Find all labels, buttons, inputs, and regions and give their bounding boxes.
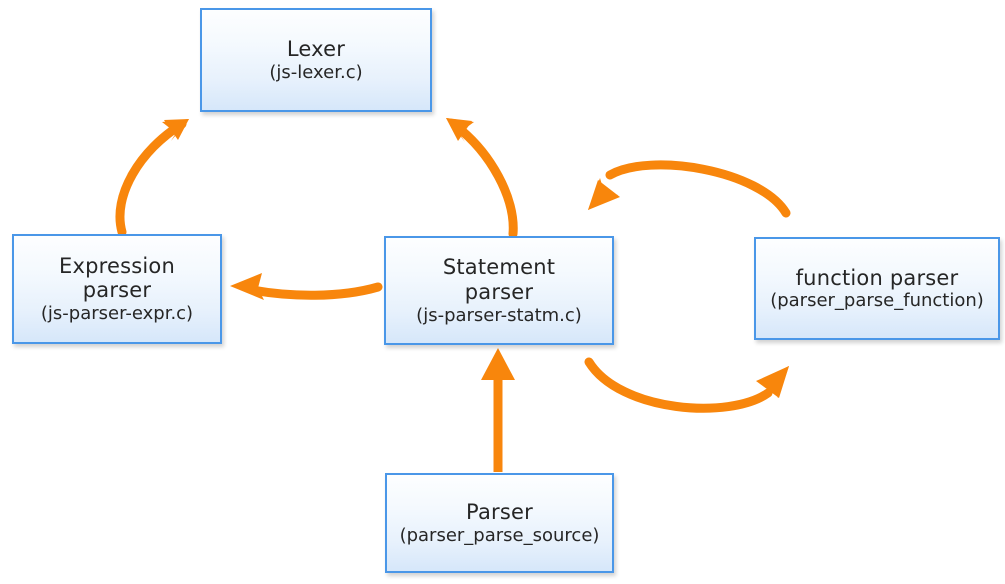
node-expression-parser[interactable]: Expression parser (js-parser-expr.c) [12,234,222,344]
edge-expression-parser-to-lexer [115,119,189,237]
node-function-parser-title: function parser [795,265,959,290]
node-expression-parser-subtitle: (js-parser-expr.c) [40,303,194,325]
node-statement-parser[interactable]: Statement parser (js-parser-statm.c) [384,236,614,345]
edge-statement-parser-to-function-parser [584,357,789,413]
edge-function-parser-to-statement-parser [588,160,791,218]
node-parser-title: Parser [466,500,533,524]
node-statement-parser-subtitle: (js-parser-statm.c) [416,304,582,326]
edge-parser-to-statement-parser [481,348,515,472]
node-statement-parser-title: Statement [442,255,556,280]
node-expression-parser-title-line2: parser [82,278,152,303]
node-function-parser[interactable]: function parser (parser_parse_function) [754,237,1000,340]
node-lexer-subtitle: (js-lexer.c) [269,61,363,83]
node-parser-subtitle: (parser_parse_source) [399,524,600,546]
edge-statement-parser-to-expression-parser [230,273,383,300]
node-function-parser-subtitle: (parser_parse_function) [770,290,984,312]
edge-statement-parser-to-lexer [446,118,518,239]
node-statement-parser-title-line2: parser [464,279,534,304]
node-lexer-title: Lexer [286,37,346,61]
node-expression-parser-title: Expression [59,253,175,278]
node-lexer[interactable]: Lexer (js-lexer.c) [200,8,432,112]
node-parser[interactable]: Parser (parser_parse_source) [385,473,614,573]
